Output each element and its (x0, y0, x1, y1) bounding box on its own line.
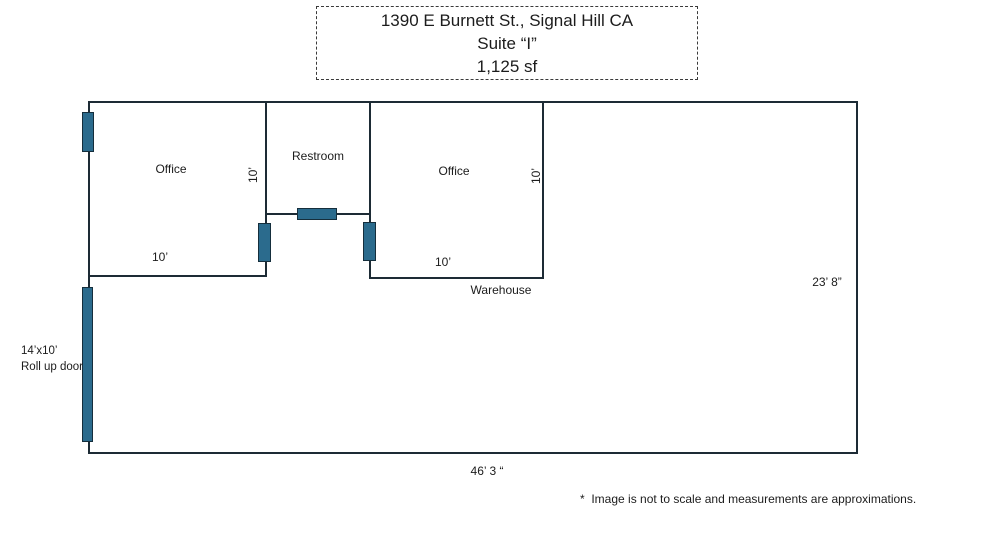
label-warehouse: Warehouse (470, 283, 532, 297)
title-address: 1390 E Burnett St., Signal Hill CA (380, 10, 634, 30)
wall-office1-bottom (88, 275, 267, 277)
disclaimer-footnote: * Image is not to scale and measurements… (580, 492, 917, 506)
rollup-door-marker (82, 287, 93, 442)
outer-wall (88, 101, 858, 454)
rollup-door-name: Roll up door (21, 360, 84, 373)
dimension-warehouse-depth: 23’ 8” (812, 275, 842, 289)
dimension-office2-depth: 10’ (529, 167, 543, 185)
title-suite: Suite “I” (477, 33, 537, 53)
dimension-office1-depth: 10’ (246, 166, 260, 184)
dimension-office1-width: 10’ (151, 250, 169, 264)
office2-door-marker (363, 222, 376, 261)
rollup-door-label: 14’x10’ Roll up door (21, 344, 83, 375)
office1-door-marker (258, 223, 271, 262)
wall-restroom-office2 (369, 101, 371, 279)
entry-door-marker (82, 112, 94, 152)
wall-office2-right (542, 101, 544, 279)
wall-office2-bottom (369, 277, 544, 279)
rollup-door-size: 14’x10’ (21, 345, 58, 357)
label-office2: Office (438, 164, 470, 178)
dimension-overall-width: 46’ 3 “ (470, 464, 504, 478)
restroom-door-marker (297, 208, 337, 220)
title-box: 1390 E Burnett St., Signal Hill CA Suite… (316, 6, 698, 80)
label-restroom: Restroom (291, 149, 345, 163)
dimension-office2-width: 10’ (434, 255, 452, 269)
wall-office1-restroom (265, 101, 267, 216)
label-office1: Office (155, 162, 187, 176)
title-area: 1,125 sf (476, 56, 538, 76)
